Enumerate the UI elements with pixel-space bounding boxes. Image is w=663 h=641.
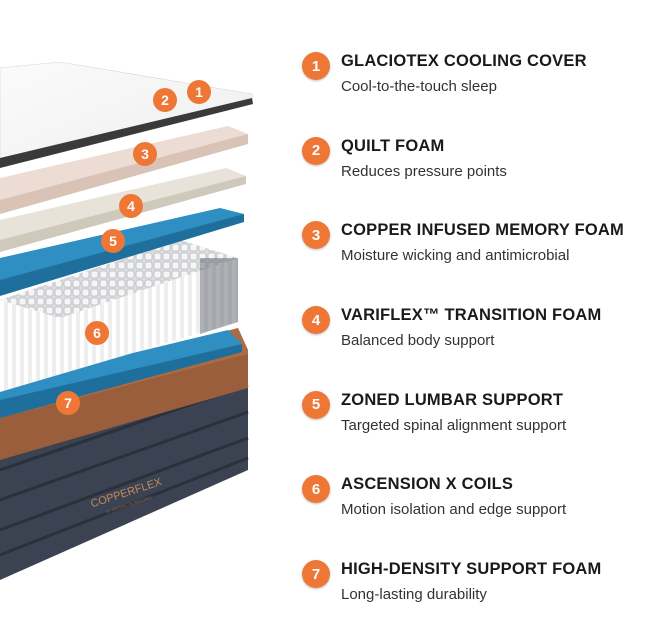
- number-badge: 4: [302, 306, 330, 335]
- layer-number-label: 5: [109, 233, 117, 249]
- layer-number-label: 4: [127, 198, 135, 214]
- layer-number-badge: [153, 88, 177, 112]
- legend-item-4: 4 VARIFLEX™ TRANSITION FOAM Balanced bod…: [302, 302, 663, 387]
- layer-number-badge: [119, 194, 143, 218]
- layer-description: Motion isolation and edge support: [341, 501, 567, 519]
- mattress-exploded-illustration: COPPERFLEX BY BROOKLYN BEDDING 123: [0, 61, 253, 580]
- layer-description: Balanced body support: [341, 332, 495, 350]
- coil-layer: [0, 240, 238, 392]
- layer-title: HIGH-DENSITY SUPPORT FOAM: [341, 560, 602, 579]
- layer-number-label: 7: [64, 395, 72, 411]
- layer-legend: 1 GLACIOTEX COOLING COVER Cool-to-the-to…: [302, 48, 663, 641]
- legend-item-1: 1 GLACIOTEX COOLING COVER Cool-to-the-to…: [302, 48, 663, 133]
- layer-title: GLACIOTEX COOLING COVER: [341, 52, 587, 70]
- layer-description: Long-lasting durability: [341, 586, 487, 604]
- legend-item-2: 2 QUILT FOAM Reduces pressure points: [302, 133, 663, 218]
- layer-number-badge: [56, 391, 80, 415]
- legend-item-7: 7 HIGH-DENSITY SUPPORT FOAM Long-lasting…: [302, 556, 663, 641]
- layer-number-label: 3: [141, 146, 149, 162]
- layer-number-badge: [85, 321, 109, 345]
- number-badge: 5: [302, 390, 330, 419]
- layer-description: Targeted spinal alignment support: [341, 416, 567, 434]
- layer-description: Reduces pressure points: [341, 162, 507, 180]
- legend-item-5: 5 ZONED LUMBAR SUPPORT Targeted spinal a…: [302, 387, 663, 472]
- layer-title: QUILT FOAM: [341, 136, 445, 155]
- layer-number-badge: [133, 142, 157, 166]
- layer-title: ASCENSION X COILS: [341, 475, 514, 494]
- legend-item-3: 3 COPPER INFUSED MEMORY FOAM Moisture wi…: [302, 217, 663, 302]
- layer-title: COPPER INFUSED MEMORY FOAM: [341, 221, 624, 240]
- layer-description: Moisture wicking and antimicrobial: [341, 247, 570, 265]
- layer-number-label: 1: [195, 84, 203, 100]
- layer-title: ZONED LUMBAR SUPPORT: [341, 390, 564, 409]
- layer-badges: 1 2 3 4 5 6 7: [56, 80, 211, 415]
- number-badge: 1: [302, 52, 330, 80]
- layer-title: VARIFLEX™ TRANSITION FOAM: [341, 306, 602, 325]
- legend-item-6: 6 ASCENSION X COILS Motion isolation and…: [302, 471, 663, 556]
- layer-number-badge: [101, 229, 125, 253]
- layer-description: Cool-to-the-touch sleep: [341, 78, 497, 95]
- layer-number-label: 6: [93, 325, 101, 341]
- layer-number-label: 2: [161, 92, 169, 108]
- number-badge: 7: [302, 560, 330, 589]
- number-badge: 2: [302, 136, 330, 165]
- layer-number-badge: [187, 80, 211, 104]
- number-badge: 3: [302, 221, 330, 250]
- number-badge: 6: [302, 475, 330, 504]
